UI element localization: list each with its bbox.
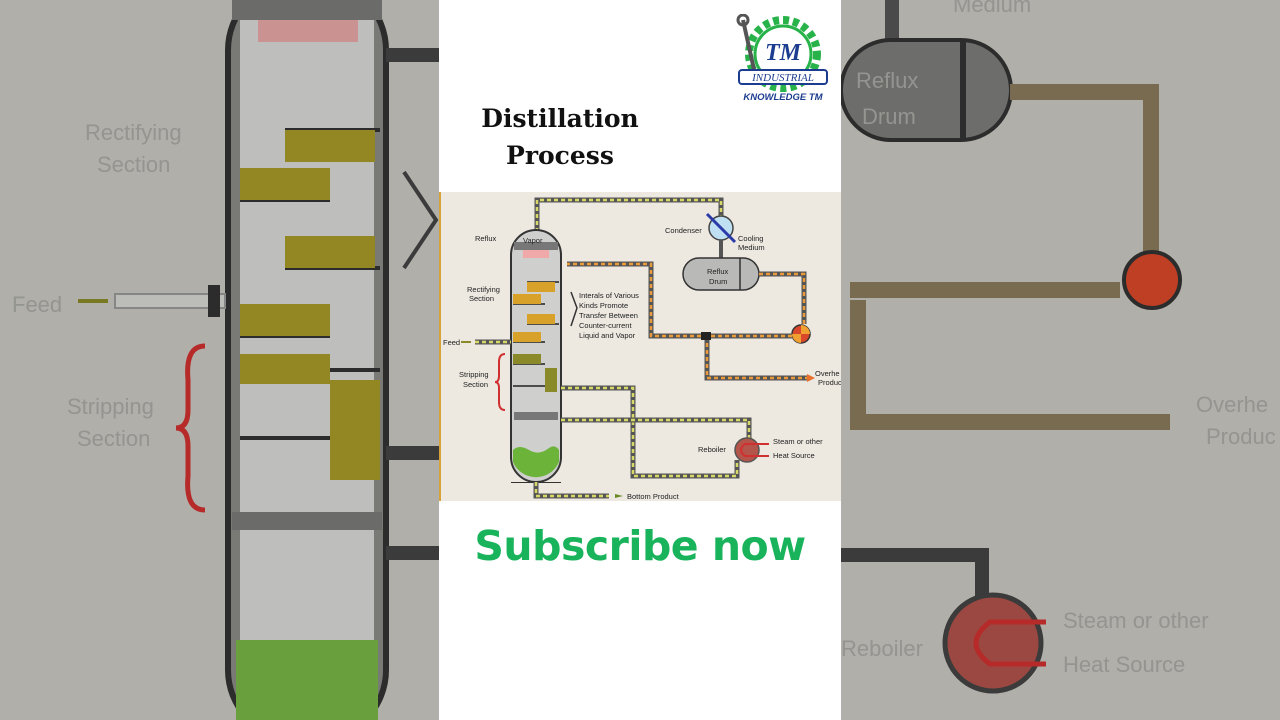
subscribe-call-to-action[interactable]: Subscribe now [474,522,806,570]
bg-overhead-label-2: Produc [1206,424,1276,449]
diagram-internals-label-3: Transfer Between [579,311,638,320]
diagram-internals-label-1: Interals of Various [579,291,639,300]
diagram-condenser-label: Condenser [665,226,702,235]
diagram-rectifying-label-1: Rectifying [467,285,500,294]
title-line-1: Distillation [481,104,639,133]
diagram-stripping-label-1: Stripping [459,370,489,379]
diagram-reflux-label: Reflux [475,234,497,243]
gear-icon [745,16,821,92]
diagram-internals-label-4: Counter-current [579,321,632,330]
distillation-diagram: Reflux Vapor Rectifying Section Feed Str… [439,192,841,501]
bg-steam-label-2: Heat Source [1063,652,1185,677]
diagram-reboiler-label: Reboiler [698,445,726,454]
bg-stripping-label: Stripping [67,394,154,419]
pump-icon [791,324,811,344]
bg-feed-label: Feed [12,292,62,317]
title-line-2: Process [506,141,614,170]
diagram-feed-label: Feed [443,338,460,347]
bg-drum-label-1: Reflux [856,68,918,93]
bg-stripping-section-label: Section [77,426,150,451]
diagram-vapor-label: Vapor [523,236,543,245]
diagram-stripping-label-2: Section [463,380,488,389]
logo-name: INDUSTRIAL [751,72,814,84]
diagram-bottom-label: Bottom Product [627,492,680,501]
bg-steam-label-1: Steam or other [1063,608,1209,633]
diagram-cooling-label-1: Cooling [738,234,763,243]
diagram-rectifying-label-2: Section [469,294,494,303]
diagram-internals-label-5: Liquid and Vapor [579,331,636,340]
bg-medium-label: Medium [953,0,1031,17]
bg-section-label: Section [97,152,170,177]
diagram-drum-label-1: Reflux [707,267,729,276]
bg-reboiler-label: Reboiler [841,636,923,661]
wrench-icon [736,14,757,75]
video-panel[interactable]: Distillation Process TM INDUSTRIAL KNOWL… [439,0,841,720]
diagram-steam-label-2: Heat Source [773,451,815,460]
logo-tagline: KNOWLEDGE TM [743,92,823,103]
diagram-overhead-label-2: Produc [818,378,841,387]
reboiler-icon [734,437,769,463]
diagram-drum-label-2: Drum [709,277,727,286]
bg-overhead-label-1: Overhe [1196,392,1268,417]
video-title: Distillation Process [459,100,661,174]
diagram-steam-label-1: Steam or other [773,437,823,446]
logo-initials: TM [765,40,803,66]
diagram-internals-label-2: Kinds Promote [579,301,628,310]
bg-drum-label-2: Drum [862,104,916,129]
channel-logo: TM INDUSTRIAL KNOWLEDGE TM [736,14,828,103]
bg-rectifying-label: Rectifying [85,120,182,145]
condenser-icon [705,212,737,244]
diagram-cooling-label-2: Medium [738,243,765,252]
diagram-overhead-label-1: Overhe [815,369,840,378]
